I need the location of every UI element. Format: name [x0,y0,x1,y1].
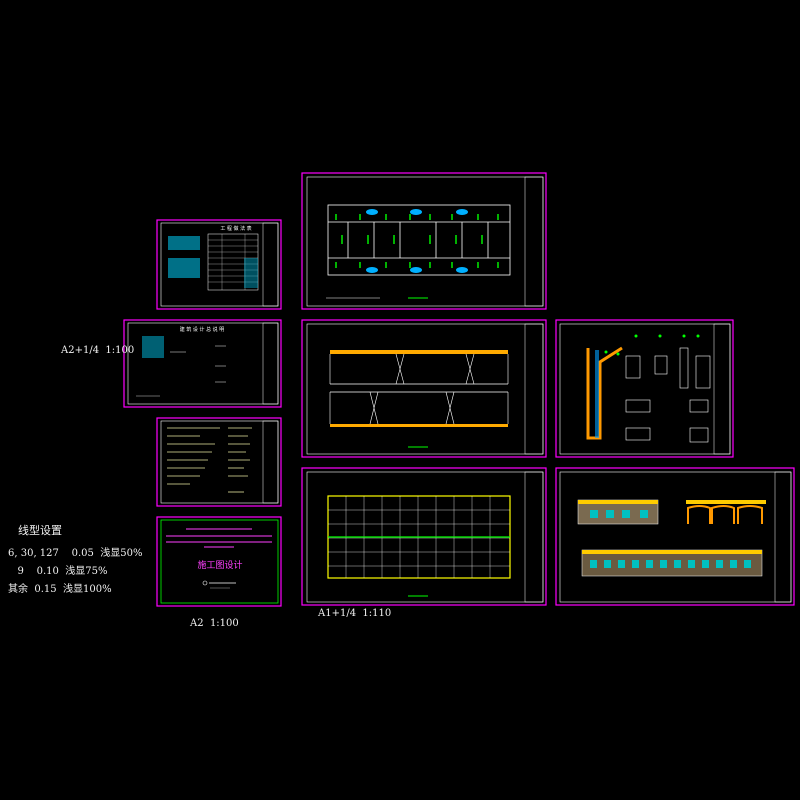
company-logo-icon [202,580,208,586]
title-block [262,222,279,307]
sheet-inner-frame [559,471,792,603]
detail-nodes [625,347,711,443]
design-notes-title: 建 筑 设 计 总 说 明 [180,326,225,333]
plan-fixtures [366,209,468,273]
line-setting-row: 6, 30, 127 0.05 浅显50% [8,548,143,559]
sheet-border [301,319,547,458]
sheet-border [156,219,282,310]
sheet-border [123,319,282,408]
detail-markers [604,334,700,356]
sheet-index[interactable]: 工 程 做 法 表 [156,219,282,310]
line-setting-row: 9 0.10 浅显75% [8,566,108,577]
notes-table [142,336,164,358]
sheet-inner-frame [306,323,544,455]
cover-heading-lines [166,528,272,548]
line-settings-panel: 线型设置 6, 30, 127 0.05 浅显50% 9 0.10 浅显75% … [8,522,142,595]
sheet-elevations[interactable] [555,467,795,606]
sheet-border [555,319,734,458]
line-setting-row: 其余 0.15 浅显100% [8,584,112,595]
sheet-specification[interactable] [156,417,282,507]
index-table-title: 工 程 做 法 表 [220,225,251,232]
materials-table-highlight [244,258,258,288]
notes-text-lines [136,345,226,397]
scale-label-a2-quarter: A2+1/4 1:100 [61,345,135,356]
sheet-roof-plan[interactable] [301,467,547,606]
spec-text-lines [167,427,252,493]
cover-ornamental-frame [160,519,279,604]
wall-detail [586,346,623,440]
title-block [774,471,792,603]
wall-detail-insulation [595,350,599,438]
scale-label-a1-quarter: A1+1/4 1:110 [318,608,392,619]
sheet-details[interactable] [555,319,734,458]
title-block [262,420,279,504]
section-lower [329,391,509,427]
title-block [524,176,544,307]
sheet-border [301,467,547,606]
sheet-border [301,172,547,310]
sheet-border [156,516,282,607]
cover-title: 施工图设计 [197,559,242,571]
sheet-cover[interactable]: 施工图设计 [156,516,282,607]
legend-table [168,258,200,278]
elevation-end [686,500,766,524]
sheet-border [156,417,282,507]
legend-table [168,236,200,250]
elevation-front [581,549,763,577]
plan-walls [327,204,511,276]
sheet-inner-frame [160,420,279,504]
sheet-border [555,467,795,606]
scale-label-a2: A2 1:100 [190,618,239,629]
section-upper [329,350,509,385]
sheet-inner-frame [127,322,279,405]
title-block [262,322,279,405]
title-block [524,323,544,455]
title-block [524,471,544,603]
sheet-sections[interactable] [301,319,547,458]
sheet-design-notes[interactable]: 建 筑 设 计 总 说 明 [123,319,282,408]
sheet-inner-frame [559,323,731,455]
elevation-side [577,499,659,525]
title-block [713,323,731,455]
sheet-floor-plan[interactable] [301,172,547,310]
plan-doors [335,214,499,268]
line-settings-title: 线型设置 [18,524,62,537]
